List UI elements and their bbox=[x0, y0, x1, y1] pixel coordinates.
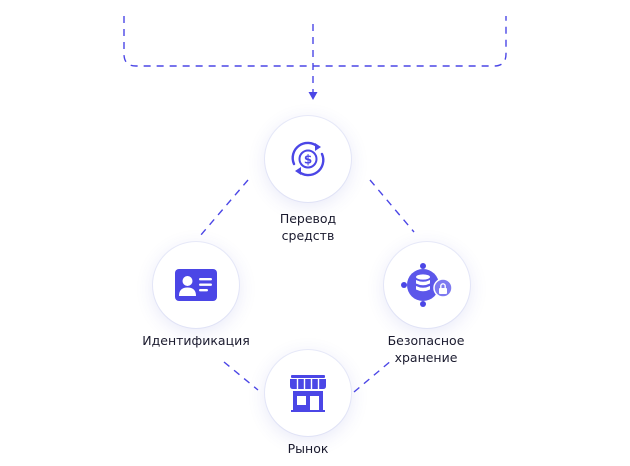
node-transfer: $ bbox=[265, 116, 351, 202]
arrow-head-icon bbox=[308, 92, 318, 100]
node-market-label: Рынок bbox=[287, 441, 329, 456]
currency-exchange-icon: $ bbox=[291, 141, 325, 177]
node-storage-label-line1: Безопасное bbox=[387, 333, 465, 348]
node-transfer-label-line2: средств bbox=[281, 228, 335, 243]
top-bracket-connector bbox=[123, 16, 507, 67]
svg-text:$: $ bbox=[304, 153, 312, 167]
connector-transfer-identification bbox=[199, 179, 249, 237]
storefront-icon bbox=[290, 375, 326, 412]
node-transfer-label-line1: Перевод bbox=[279, 211, 337, 226]
node-identification bbox=[153, 242, 239, 328]
id-card-icon bbox=[175, 269, 217, 301]
node-market bbox=[265, 350, 351, 436]
secure-database-icon bbox=[401, 263, 453, 307]
node-transfer-label: Перевод средств bbox=[258, 210, 358, 244]
connector-identification-market bbox=[223, 361, 259, 391]
connector-market-storage bbox=[353, 359, 393, 393]
node-storage-label: Безопасное хранение bbox=[376, 332, 476, 366]
node-storage-label-line2: хранение bbox=[394, 350, 458, 365]
node-identification-label: Идентификация bbox=[142, 333, 250, 348]
connector-transfer-storage bbox=[369, 179, 415, 233]
node-storage bbox=[384, 242, 470, 328]
